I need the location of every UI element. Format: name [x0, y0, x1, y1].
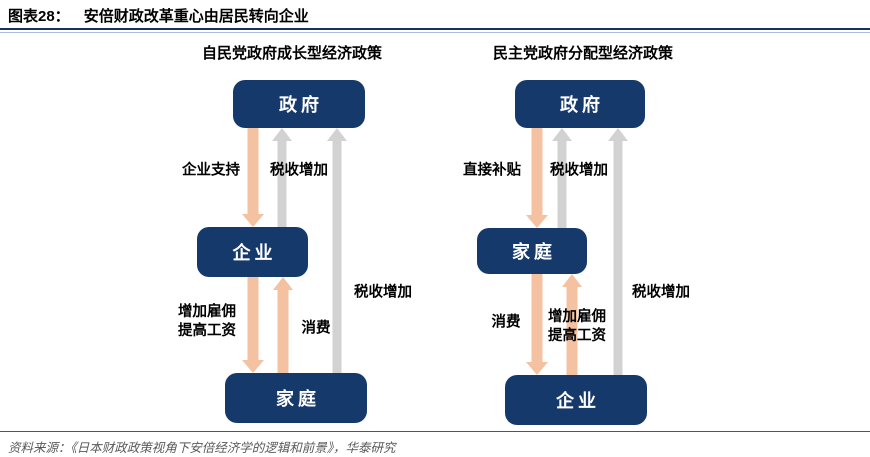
arrow-shaft	[531, 128, 543, 216]
right-government-box: 政府	[515, 80, 645, 128]
label-right-consumption: 消费	[491, 313, 521, 331]
arrow-shaft	[531, 274, 543, 363]
right-enterprise-box: 企业	[505, 375, 647, 425]
left-enterprise-box: 企业	[197, 227, 308, 277]
figure-header: 图表28： 安倍财政改革重心由居民转向企业	[8, 5, 309, 26]
label-line-1: 增加雇佣	[178, 303, 236, 321]
header-rule-light	[0, 32, 870, 33]
arrow-head-icon	[562, 274, 582, 287]
arrow-shaft	[566, 286, 578, 375]
arrow-right-gov-to-household-subsidy	[526, 128, 548, 228]
arrow-shaft	[247, 277, 259, 361]
arrow-right-enterprise-to-gov-tax	[607, 128, 629, 375]
arrow-right-household-to-gov-tax	[551, 128, 573, 228]
label-right-hire-wages: 增加雇佣 提高工资	[548, 308, 606, 346]
arrow-head-icon	[552, 128, 572, 141]
figure-title: 安倍财政改革重心由居民转向企业	[83, 7, 309, 25]
arrow-head-icon	[526, 362, 548, 375]
arrow-shaft	[247, 128, 259, 215]
arrow-shaft	[557, 140, 567, 228]
arrow-head-icon	[242, 360, 264, 373]
right-panel-subtitle: 民主党政府分配型经济政策	[492, 44, 674, 62]
arrow-left-household-to-gov-tax	[326, 128, 348, 373]
arrow-right-household-to-enterprise-consumption	[526, 274, 548, 375]
label-right-tax-increase-upper: 税收增加	[550, 161, 608, 179]
arrow-head-icon	[273, 277, 293, 290]
label-line-2: 提高工资	[178, 322, 236, 339]
label-right-tax-increase-long: 税收增加	[632, 283, 690, 301]
label-left-tax-increase-long: 税收增加	[354, 283, 412, 301]
arrow-head-icon	[242, 214, 264, 227]
left-panel-subtitle: 自民党政府成长型经济政策	[201, 44, 383, 62]
arrow-left-household-to-enterprise-consumption	[272, 277, 294, 373]
arrow-head-icon	[327, 128, 347, 141]
label-left-consumption: 消费	[301, 319, 331, 337]
arrow-head-icon	[526, 215, 548, 228]
arrow-left-gov-to-enterprise	[242, 128, 264, 227]
label-line-1: 增加雇佣	[548, 308, 606, 326]
label-right-direct-subsidy: 直接补贴	[463, 161, 521, 179]
arrow-head-icon	[608, 128, 628, 141]
arrow-right-enterprise-to-household-wages	[561, 274, 583, 375]
arrow-left-enterprise-to-household-wages	[242, 277, 264, 373]
arrow-left-enterprise-to-gov-tax	[271, 128, 293, 227]
label-line-2: 提高工资	[548, 327, 606, 344]
arrow-shaft	[277, 140, 287, 227]
source-note: 资料来源：《日本财政政策视角下安倍经济学的逻辑和前景》，华泰研究	[8, 440, 396, 455]
arrow-shaft	[332, 140, 342, 373]
footer-rule	[0, 431, 870, 432]
arrow-shaft	[277, 289, 289, 373]
left-household-box: 家庭	[225, 373, 367, 423]
header-rule-dark	[0, 28, 870, 30]
label-left-enterprise-support: 企业支持	[182, 161, 240, 179]
arrow-head-icon	[272, 128, 292, 141]
label-left-hire-wages: 增加雇佣 提高工资	[178, 303, 236, 341]
left-government-box: 政府	[233, 80, 365, 128]
figure-number: 图表28：	[8, 8, 70, 25]
label-left-tax-increase-upper: 税收增加	[270, 161, 328, 179]
arrow-shaft	[613, 140, 623, 375]
right-household-box: 家庭	[477, 228, 587, 274]
